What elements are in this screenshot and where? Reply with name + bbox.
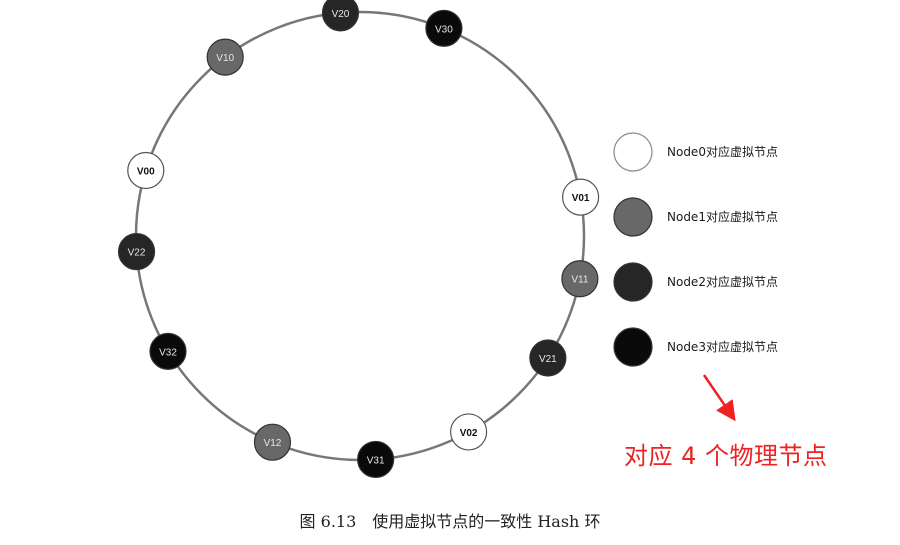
virtual-node-v32: V32 xyxy=(149,332,187,370)
virtual-node-v11: V11 xyxy=(561,260,599,298)
legend-swatch xyxy=(613,262,653,302)
virtual-node-v30: V30 xyxy=(425,9,463,47)
virtual-node-v02: V02 xyxy=(449,413,488,451)
annotation-arrow xyxy=(702,374,736,422)
legend-item-node0: Node0对应虚拟节点 xyxy=(613,132,778,172)
legend-label: Node2对应虚拟节点 xyxy=(667,274,778,289)
virtual-node-label: V01 xyxy=(572,193,590,204)
virtual-node-label: V30 xyxy=(435,24,453,35)
legend-swatch xyxy=(613,327,653,367)
legend-label: Node1对应虚拟节点 xyxy=(667,209,778,224)
virtual-node-v12: V12 xyxy=(253,423,292,461)
virtual-node-v10: V10 xyxy=(206,38,244,76)
virtual-node-circle xyxy=(561,260,599,298)
virtual-node-label: V21 xyxy=(539,354,557,365)
legend-label: Node3对应虚拟节点 xyxy=(667,339,778,354)
virtual-node-circle xyxy=(561,178,600,216)
virtual-node-circle xyxy=(357,440,395,479)
virtual-node-circle xyxy=(449,413,488,451)
virtual-node-circle xyxy=(253,423,292,461)
legend-swatch xyxy=(613,132,653,172)
legend: Node0对应虚拟节点 Node1对应虚拟节点 Node2对应虚拟节点 Node3对应… xyxy=(613,132,778,367)
virtual-node-label: V20 xyxy=(332,9,350,20)
hash-ring xyxy=(134,10,586,462)
legend-swatch xyxy=(613,197,653,237)
virtual-node-circle xyxy=(529,339,567,377)
virtual-node-v01: V01 xyxy=(561,178,600,216)
virtual-node-circle xyxy=(425,9,463,47)
legend-label: Node0对应虚拟节点 xyxy=(667,144,778,159)
virtual-node-label: V31 xyxy=(367,455,385,466)
virtual-node-label: V10 xyxy=(216,53,234,64)
virtual-node-label: V00 xyxy=(137,167,155,178)
virtual-node-circle xyxy=(117,233,156,271)
virtual-node-label: V12 xyxy=(264,438,282,449)
virtual-node-label: V02 xyxy=(460,428,478,439)
virtual-node-label: V22 xyxy=(128,248,146,259)
virtual-node-v20: V20 xyxy=(321,0,360,32)
virtual-node-circle xyxy=(321,0,360,32)
virtual-node-v00: V00 xyxy=(127,151,165,190)
virtual-node-circle xyxy=(127,151,165,190)
virtual-node-v22: V22 xyxy=(117,233,156,271)
legend-item-node3: Node3对应虚拟节点 xyxy=(613,327,778,367)
legend-item-node1: Node1对应虚拟节点 xyxy=(613,197,778,237)
physical-nodes-annotation: 对应 4 个物理节点 xyxy=(624,442,828,470)
virtual-node-label: V11 xyxy=(571,275,588,286)
legend-item-node2: Node2对应虚拟节点 xyxy=(613,262,778,302)
virtual-node-circle xyxy=(149,332,187,370)
virtual-node-v21: V21 xyxy=(529,339,567,377)
virtual-node-circle xyxy=(206,38,244,76)
figure-caption: 图 6.13 使用虚拟节点的一致性 Hash 环 xyxy=(299,512,601,531)
virtual-node-v31: V31 xyxy=(357,440,395,479)
virtual-node-label: V32 xyxy=(159,347,177,358)
